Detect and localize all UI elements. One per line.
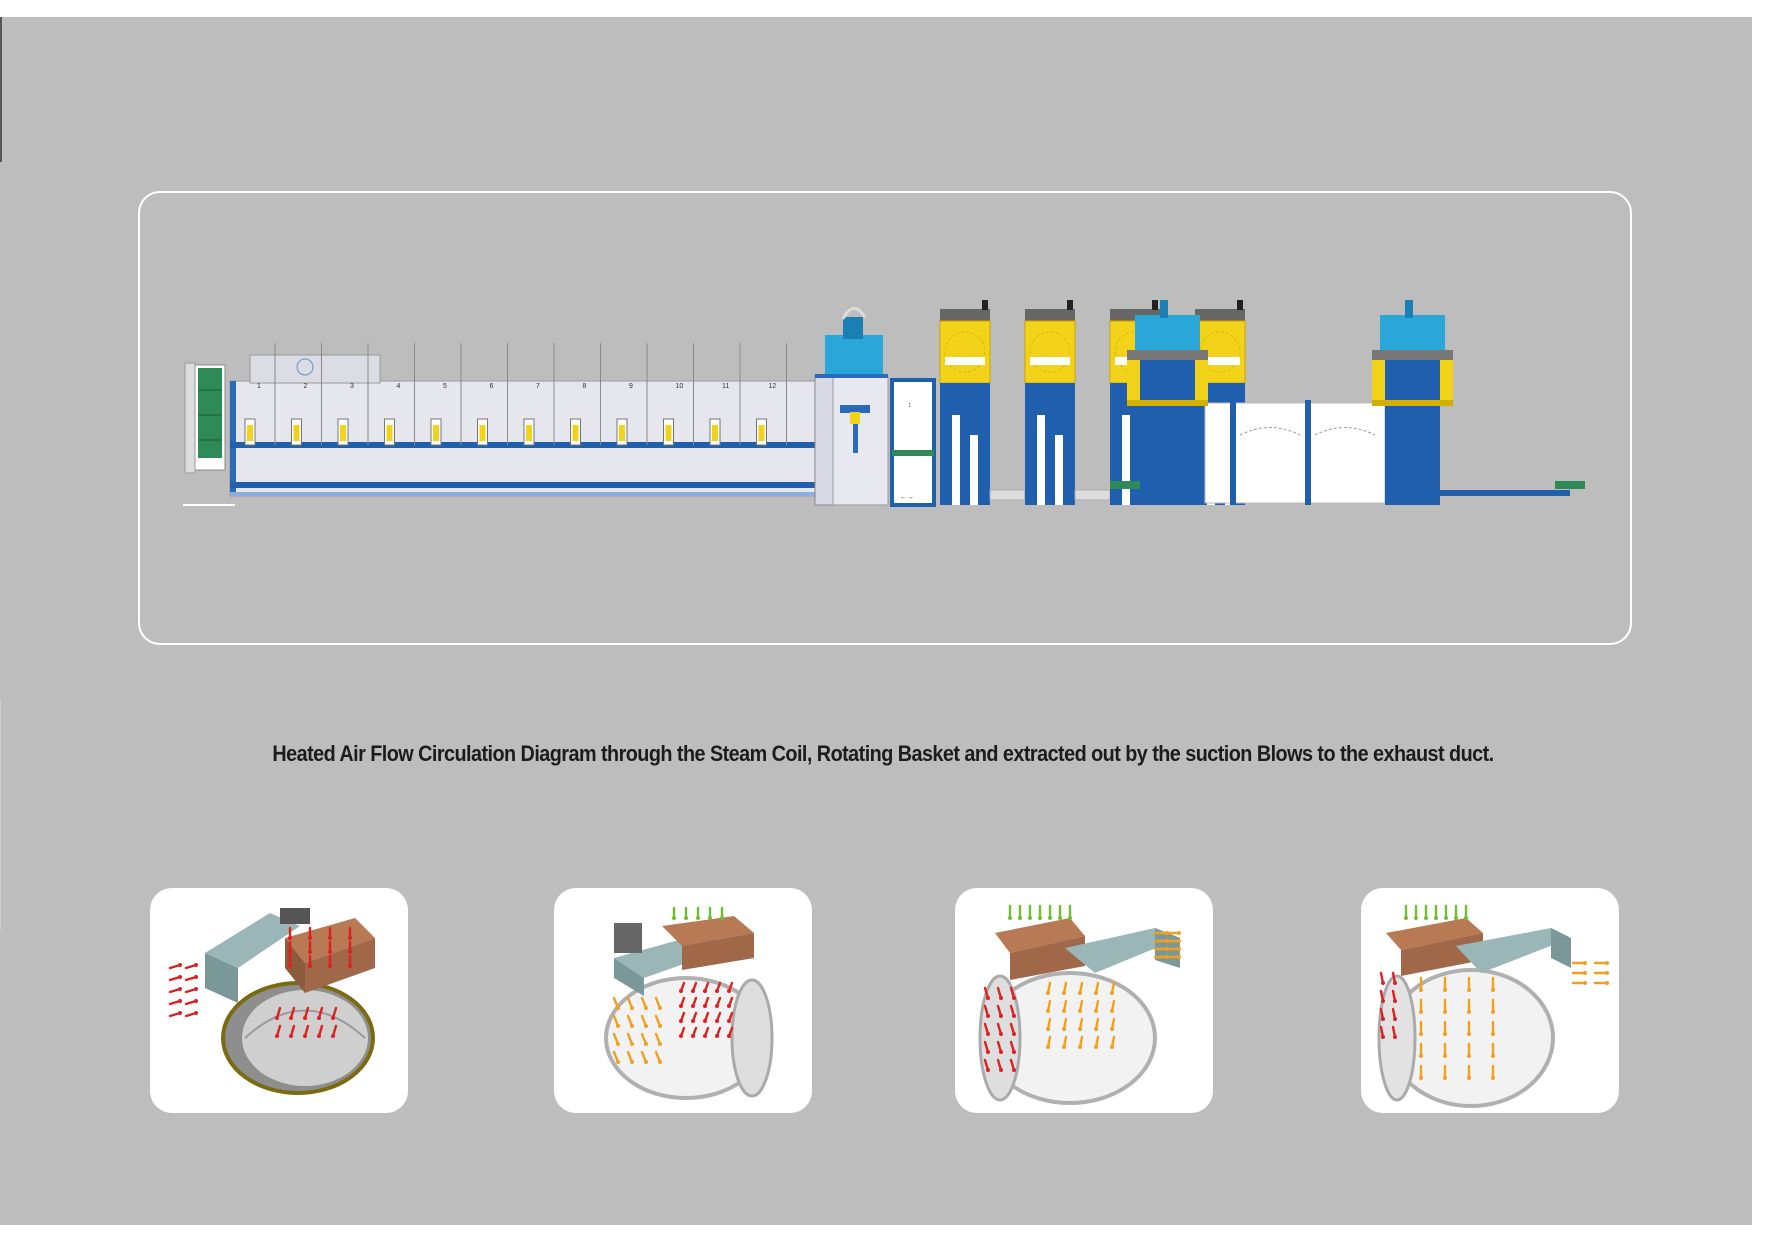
airflow-illustration-3 xyxy=(978,904,1181,1105)
compartment-number: 9 xyxy=(629,383,633,390)
compartment-7: 7 xyxy=(523,343,555,446)
compartment-6: 6 xyxy=(477,343,508,446)
airflow-illustration-1 xyxy=(168,908,375,1095)
compartment-number: 12 xyxy=(769,383,777,390)
transfer-unit xyxy=(814,307,889,506)
compartment-5: 5 xyxy=(430,343,462,446)
compartment-number: 3 xyxy=(350,383,354,390)
compartment-number: 2 xyxy=(304,383,308,390)
compartment-9: 9 xyxy=(616,343,648,446)
compartment-10: 10 xyxy=(663,343,694,446)
airflow-illustration-4 xyxy=(1377,904,1609,1108)
compartment-number: 10 xyxy=(676,383,684,390)
finishing-unit xyxy=(1110,400,1585,505)
compartment-2: 2 xyxy=(291,343,322,446)
compartment-1: 1 xyxy=(244,343,276,446)
airflow-view-2 xyxy=(554,888,812,1113)
compartment-12: 12 xyxy=(756,343,787,446)
dryer-unit xyxy=(1024,300,1111,505)
compartment-number: 8 xyxy=(583,383,587,390)
machine-diagram-frame xyxy=(138,191,1632,645)
binding-edge-line xyxy=(0,700,1,930)
compartment-number: 7 xyxy=(536,383,540,390)
compartment-8: 8 xyxy=(570,343,601,446)
compartment-3: 3 xyxy=(337,343,369,446)
airflow-view-1 xyxy=(150,888,408,1113)
svg-text:↕: ↕ xyxy=(908,402,912,409)
compartment-number: 1 xyxy=(257,383,261,390)
svg-text:←→: ←→ xyxy=(900,494,914,501)
compartment-4: 4 xyxy=(384,343,415,446)
compartment-11: 11 xyxy=(709,343,741,446)
binding-edge-mark xyxy=(0,17,2,162)
airflow-view-3 xyxy=(955,888,1213,1113)
twin-dryer xyxy=(1372,300,1453,505)
compartment-number: 4 xyxy=(397,383,401,390)
twin-dryer xyxy=(1127,300,1208,505)
dryer-inlet: ↕ ←→ xyxy=(890,378,936,507)
compartment-number: 6 xyxy=(490,383,494,390)
airflow-view-4 xyxy=(1361,888,1619,1113)
compartment-number: 11 xyxy=(722,383,729,390)
twin-dryer-units xyxy=(1127,300,1453,505)
compartment-number: 5 xyxy=(443,383,447,390)
entry-unit xyxy=(183,362,235,506)
dryer-unit xyxy=(939,300,1026,505)
diagram-caption: Heated Air Flow Circulation Diagram thro… xyxy=(272,741,1494,766)
airflow-illustration-2 xyxy=(604,906,774,1100)
